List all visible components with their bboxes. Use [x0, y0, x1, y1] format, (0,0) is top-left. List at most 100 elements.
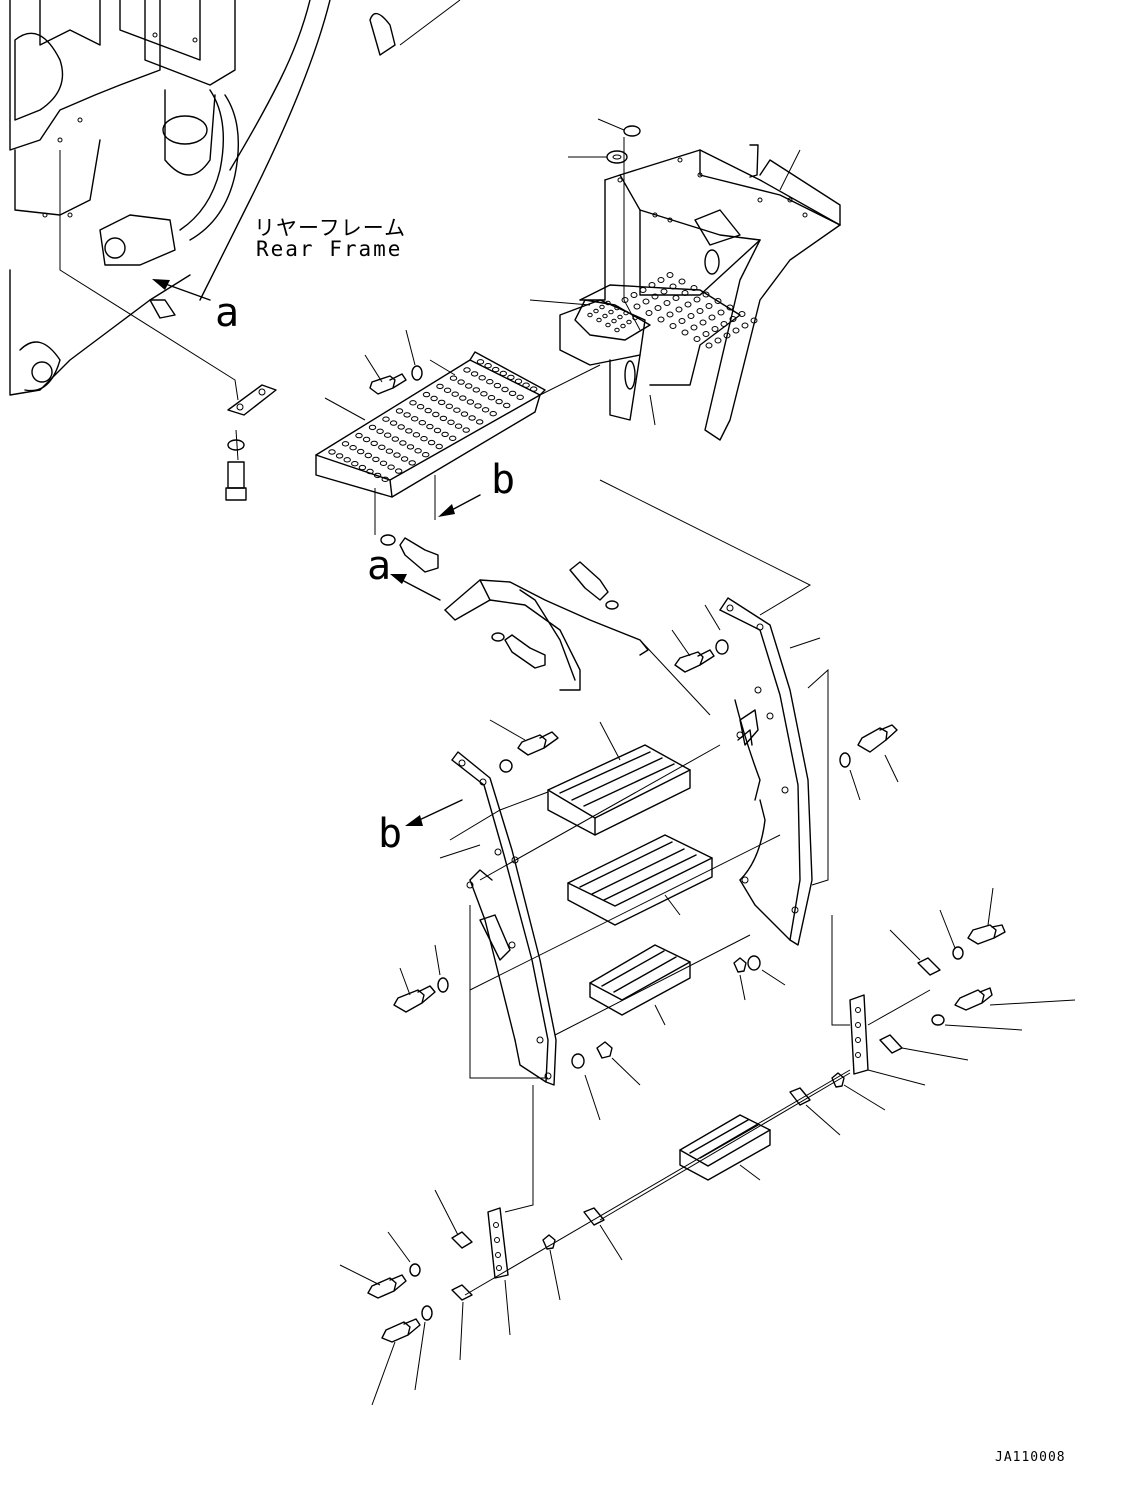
perforation-hole	[503, 402, 511, 409]
lower-left-plate	[487, 1207, 509, 1279]
perforation-hole	[343, 457, 351, 463]
perforation-hole	[457, 379, 465, 385]
reference-b-upper: b	[491, 457, 516, 503]
perforation-hole	[617, 314, 623, 320]
perforation-hole	[403, 412, 411, 418]
perforation-hole	[368, 424, 377, 431]
perforation-hole	[476, 359, 485, 365]
perforation-hole	[620, 323, 626, 329]
perforation-hole	[432, 411, 440, 418]
perforation-hole	[335, 453, 344, 459]
perforation-hole	[501, 386, 509, 393]
grated-step-1	[547, 744, 691, 836]
perforation-hole	[418, 420, 426, 426]
bolt-under-plate	[374, 488, 439, 573]
perforation-hole	[495, 398, 503, 405]
perforation-hole	[708, 314, 716, 321]
perforation-hole	[430, 395, 438, 402]
clip-lower-mid	[542, 1207, 623, 1301]
perforation-hole	[480, 391, 488, 397]
perforation-hole	[451, 391, 459, 397]
perforation-hole	[463, 367, 471, 373]
lower-step	[679, 1114, 771, 1181]
perforation-hole	[433, 427, 442, 434]
perforation-hole	[389, 420, 398, 426]
perforation-hole	[675, 306, 683, 313]
perforation-hole	[382, 416, 390, 422]
perforation-hole	[717, 309, 725, 316]
perforation-hole	[681, 329, 689, 336]
perforation-hole	[424, 407, 432, 414]
upper-platform	[559, 125, 841, 441]
perforation-hole	[412, 432, 421, 438]
perforation-hole	[357, 448, 365, 455]
perforation-hole	[726, 304, 734, 311]
perforation-hole	[508, 390, 517, 397]
perforation-hole	[372, 456, 380, 463]
perforation-hole	[729, 316, 737, 322]
perforation-hole	[711, 326, 719, 332]
perforation-hole	[605, 300, 611, 306]
perforation-hole	[642, 298, 650, 305]
perforation-hole	[516, 394, 524, 400]
perforation-hole	[648, 282, 656, 288]
hinge-bracket	[225, 384, 277, 501]
perforation-hole	[364, 452, 372, 459]
perforation-hole	[605, 322, 611, 328]
perforation-hole	[420, 436, 428, 442]
bolt-step-plate	[369, 365, 423, 395]
perforation-hole	[596, 317, 602, 323]
perforation-hole	[651, 293, 659, 300]
perforation-hole	[438, 399, 446, 406]
perforation-hole	[465, 383, 473, 389]
perforation-hole	[466, 399, 475, 405]
perforation-hole	[690, 285, 698, 291]
perforation-hole	[684, 301, 692, 308]
perforation-hole	[376, 428, 384, 434]
perforation-hole	[358, 464, 367, 471]
perforation-hole	[484, 363, 492, 369]
perforation-hole	[395, 408, 404, 414]
perforation-hole	[422, 452, 430, 458]
perforation-hole	[460, 411, 469, 417]
nut-washer-right	[733, 955, 786, 1001]
perforation-hole	[687, 313, 695, 319]
perforation-hole	[379, 460, 388, 466]
perforation-hole	[657, 277, 665, 283]
perforation-hole	[443, 387, 452, 393]
perforation-hole	[384, 432, 392, 438]
perforation-hole	[426, 423, 434, 430]
perforation-hole	[416, 404, 425, 410]
perforation-hole	[381, 476, 389, 482]
perforation-hole	[666, 311, 674, 318]
perforation-hole	[391, 436, 399, 442]
perforation-hole	[486, 379, 494, 385]
handrail-bracket	[444, 561, 649, 691]
perforation-hole	[522, 382, 530, 388]
perforation-hole	[611, 318, 617, 324]
perforation-hole	[720, 321, 728, 327]
figure-id: JA110008	[995, 1450, 1066, 1465]
perforation-hole	[633, 303, 641, 310]
perforation-hole	[681, 290, 689, 296]
perforation-hole	[657, 316, 665, 323]
nut-lower-right	[789, 1072, 886, 1136]
perforation-hole	[741, 322, 749, 329]
nut-washer-left	[571, 1041, 641, 1121]
perforation-hole	[422, 391, 431, 398]
perforation-hole	[474, 403, 482, 409]
perforation-hole	[514, 378, 523, 384]
platform-hole-grid	[621, 272, 758, 349]
perforation-hole	[414, 448, 422, 454]
perforation-hole	[408, 460, 416, 466]
clip-right-a	[889, 887, 1006, 976]
perforation-hole	[699, 319, 707, 326]
perforation-hole	[702, 331, 710, 337]
perforation-hole	[639, 287, 647, 293]
perforation-hole	[669, 323, 677, 329]
perforation-hole	[351, 461, 359, 467]
perforation-hole	[362, 436, 371, 443]
perforation-hole	[663, 300, 671, 306]
arrow-b-upper	[434, 475, 481, 520]
